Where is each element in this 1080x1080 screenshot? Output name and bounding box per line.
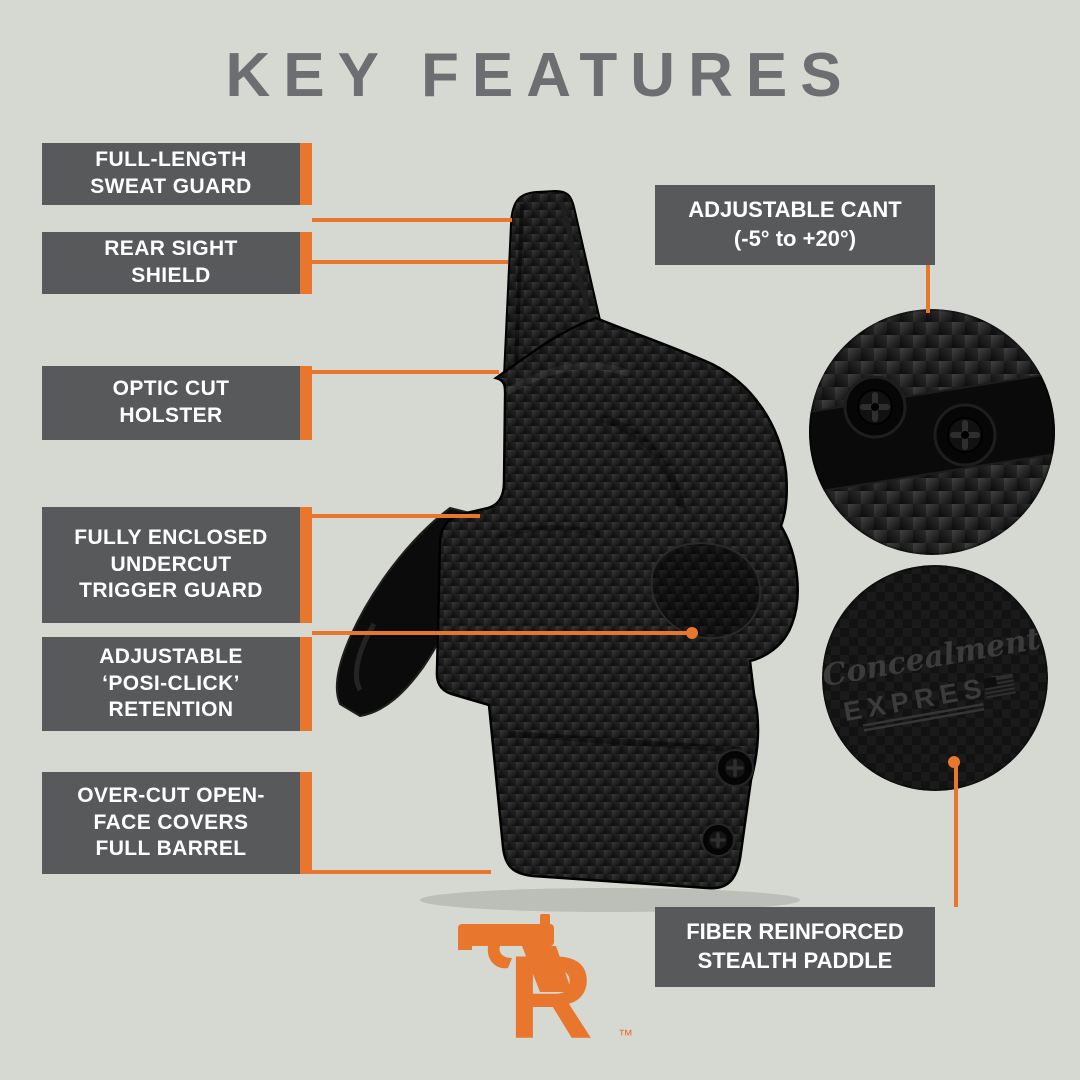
cant-screw-icon: [933, 403, 997, 467]
mold-line: [504, 362, 632, 396]
callout-over-cut: OVER-CUT OPEN- FACE COVERS FULL BARREL: [42, 772, 300, 874]
holster-body: [435, 316, 799, 890]
callout-trigger-guard: FULLY ENCLOSED UNDERCUT TRIGGER GUARD: [42, 507, 300, 623]
sweat-guard-edge: [559, 201, 595, 329]
brand-pistol-logo: R ™: [458, 914, 633, 1047]
holster-image: [335, 189, 800, 912]
cant-inset-image: [809, 309, 1055, 555]
callout-retention: ADJUSTABLE ‘POSI-CLICK’ RETENTION: [42, 637, 300, 731]
callout-label: ADJUSTABLE CANT (-5° to +20°): [688, 197, 902, 251]
leader-line-cant: [926, 265, 930, 313]
leader-line-over-cut: [312, 870, 491, 874]
sweat-guard-ridge: [514, 203, 524, 369]
callout-label: OPTIC CUT HOLSTER: [112, 377, 230, 427]
holster-shadow: [420, 888, 800, 912]
leader-line-optic-cut: [312, 370, 499, 374]
accent-strip: [300, 143, 312, 205]
accent-strip: [300, 637, 312, 731]
callout-stealth-paddle: FIBER REINFORCED STEALTH PADDLE: [655, 907, 935, 987]
leader-dot-paddle: [948, 756, 960, 768]
accent-strip: [300, 507, 312, 623]
cant-zoom-inset: [809, 309, 1055, 555]
mold-line: [494, 525, 601, 541]
muzzle-screw-icon: [701, 823, 735, 857]
retention-screw-icon: [716, 749, 754, 787]
leader-dot-retention: [686, 627, 698, 639]
leader-line-sweat-guard: [312, 218, 512, 222]
accent-strip: [300, 366, 312, 440]
accent-strip: [300, 232, 312, 294]
usa-flag-icon: [982, 673, 1016, 699]
callout-adjustable-cant: ADJUSTABLE CANT (-5° to +20°): [655, 185, 935, 265]
callout-label: FIBER REINFORCED STEALTH PADDLE: [686, 919, 904, 973]
brand-trademark: ™: [618, 1027, 633, 1044]
trigger-guard-recess: [650, 542, 762, 640]
leader-line-trigger-guard: [312, 514, 480, 518]
callout-optic-cut: OPTIC CUT HOLSTER: [42, 366, 300, 440]
callout-rear-sight-shield: REAR SIGHT SHIELD: [42, 232, 300, 294]
accent-strip: [300, 772, 312, 874]
callout-label: FULL-LENGTH SWEAT GUARD: [90, 148, 252, 198]
leader-line-rear-sight: [312, 260, 508, 264]
leader-line-paddle: [954, 766, 958, 907]
callout-label: ADJUSTABLE ‘POSI-CLICK’ RETENTION: [99, 644, 243, 722]
cant-screw-icon: [843, 375, 907, 439]
logo-inset-image: Concealment EXPRESS: [822, 565, 1048, 791]
callout-label: OVER-CUT OPEN- FACE COVERS FULL BARREL: [77, 783, 265, 861]
brand-letter: R: [508, 932, 593, 1047]
callout-sweat-guard: FULL-LENGTH SWEAT GUARD: [42, 143, 300, 205]
mold-line: [509, 731, 743, 753]
mold-line: [598, 414, 686, 509]
page-title: KEY FEATURES: [225, 41, 855, 110]
callout-label: FULLY ENCLOSED UNDERCUT TRIGGER GUARD: [74, 525, 268, 603]
pistol-icon: [458, 914, 572, 992]
callout-label: REAR SIGHT SHIELD: [104, 237, 238, 287]
logo-zoom-inset: Concealment EXPRESS: [822, 565, 1048, 791]
leader-line-retention: [312, 631, 692, 635]
